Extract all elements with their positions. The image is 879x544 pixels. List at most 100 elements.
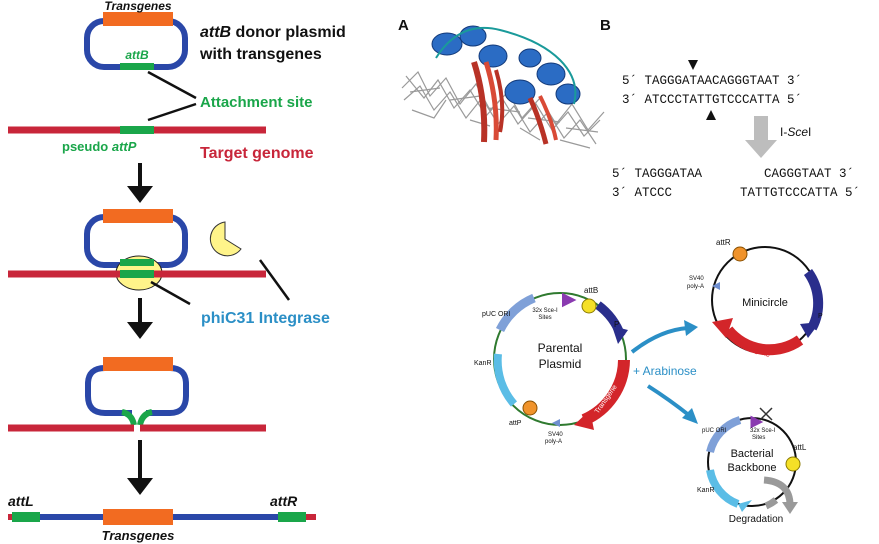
panel-b-sceI-cut: B 5´ TAGGGATAACAGGGTAAT 3´ 3´ ATCCCTATTG… xyxy=(600,17,860,200)
minicircle: Minicircle attR P SV40 poly-A Transgene xyxy=(687,238,824,359)
pseudo-attp-site xyxy=(120,126,154,134)
backbone-attl-marker xyxy=(785,456,801,472)
docked-attb-site xyxy=(120,259,154,266)
attr-label: attR xyxy=(270,493,298,509)
panel-a-protein-structure: A xyxy=(398,17,605,149)
cut-right-bottom: TATTGTCCCATTA 5´ xyxy=(740,186,860,200)
cut-left-bottom: 3´ ATCCC xyxy=(612,186,672,200)
docked-attp-site xyxy=(120,270,154,278)
attb-label: attB xyxy=(125,48,149,62)
minicircle-attr-label: attR xyxy=(716,238,731,247)
degradation-curve-head xyxy=(782,502,798,514)
parental-transgene-segment xyxy=(581,359,630,426)
parental-kan-segment xyxy=(493,353,518,407)
parental-puc-label: pUC ORI xyxy=(482,311,510,318)
backbone-kan-segment xyxy=(706,469,740,508)
protein-helices xyxy=(431,25,581,105)
minicircle-transgene-head xyxy=(712,318,733,338)
cut-right-top: CAGGGTAAT 3´ xyxy=(764,167,854,181)
docked-transgenes-block xyxy=(103,209,173,223)
final-attr-site xyxy=(278,512,306,522)
seq-top-strand: 5´ TAGGGATAACAGGGTAAT 3´ xyxy=(622,74,802,88)
recombined-plasmid-ring xyxy=(85,365,189,416)
bacterial-backbone: Bacterial Backbone pUC ORI 32x Sce-I Sit… xyxy=(697,407,807,525)
attachment-pointer-top xyxy=(147,70,197,100)
attachment-site-label: Attachment site xyxy=(200,94,313,111)
minicircle-promoter-head xyxy=(800,322,820,338)
parental-title-1: Parental xyxy=(538,341,583,355)
parental-kan-label: KanR xyxy=(474,360,492,367)
parental-sv40-label-2: poly-A xyxy=(545,439,562,445)
integrase-pointer-1 xyxy=(258,259,291,301)
parental-sites-label-2: Sites xyxy=(538,315,551,321)
flow-arrow-1-head xyxy=(127,186,153,203)
parental-attp-marker xyxy=(522,400,538,416)
minicircle-sv40-label-2: poly-A xyxy=(687,284,704,290)
arabinose-arrow-down xyxy=(646,384,692,418)
protein-beta-sheets xyxy=(471,61,558,145)
arabinose-arrow-up-head xyxy=(684,320,698,336)
minicircle-attr-marker xyxy=(732,246,748,262)
parental-attb-label: attB xyxy=(584,286,598,295)
parental-sv40-marker xyxy=(552,419,560,427)
minicircle-transgene-segment xyxy=(723,326,804,356)
parental-attb-marker xyxy=(581,298,597,314)
minicircle-p-label: P xyxy=(818,313,823,320)
parental-sites-label-1: 32x Sce-I xyxy=(532,308,558,314)
arabinose-arrow-down-head xyxy=(682,408,698,424)
cut-process-arrow xyxy=(745,116,777,158)
cut-left-top: 5´ TAGGGATAA xyxy=(612,167,703,181)
transgenes-bottom-label: Transgenes xyxy=(102,528,175,543)
backbone-degradation-arrow xyxy=(764,497,779,510)
attachment-pointer-bottom xyxy=(147,102,197,122)
arabinose-label: + Arabinose xyxy=(633,364,697,378)
parental-p-label: P xyxy=(614,320,619,329)
backbone-scissors-icon xyxy=(759,407,773,421)
recombined-transgenes-block xyxy=(103,357,173,371)
flow-arrow-3-head xyxy=(127,478,153,495)
minicircle-sv40-label-1: SV40 xyxy=(689,276,704,282)
arabinose-arrow-up xyxy=(630,326,689,354)
left-integration-panel: Transgenes attB attB donor plasmid with … xyxy=(8,0,346,543)
flow-arrow-2-head xyxy=(127,322,153,339)
parental-transgene-head xyxy=(574,410,594,430)
parental-puc-segment xyxy=(495,293,536,333)
panel-a-label: A xyxy=(398,17,409,34)
backbone-attl-label: attL xyxy=(793,443,807,452)
parental-sv40-label-1: SV40 xyxy=(548,432,563,438)
degradation-curve xyxy=(763,476,794,506)
integrase-free xyxy=(209,221,242,257)
parental-sce-sites-marker xyxy=(562,292,577,308)
enzyme-label: I-SceI xyxy=(780,125,811,139)
panel-b-label: B xyxy=(600,17,611,34)
backbone-sites-label-2: Sites xyxy=(752,435,765,441)
donor-attb-site xyxy=(120,63,154,70)
recombined-att-left xyxy=(121,409,137,426)
donor-plasmid: Transgenes attB xyxy=(84,0,188,70)
integrase-label: phiC31 Integrase xyxy=(201,310,330,327)
recombined-att-right xyxy=(137,409,153,426)
parental-promoter-head xyxy=(612,326,628,344)
seq-bottom-strand: 3´ ATCCCTATTGTCCCATTA 5´ xyxy=(622,93,802,107)
minicircle-sv40-marker xyxy=(712,282,720,290)
minicircle-promoter-segment xyxy=(803,269,824,331)
backbone-kan-head xyxy=(738,500,752,512)
target-genome-label: Target genome xyxy=(200,145,314,162)
backbone-puc-segment xyxy=(706,416,742,454)
backbone-sce-marker xyxy=(750,415,764,429)
cut-marker-bottom xyxy=(706,110,716,120)
backbone-sites-label-1: 32x Sce-I xyxy=(750,428,776,434)
backbone-kan-label: KanR xyxy=(697,487,715,494)
final-transgenes-block xyxy=(103,509,173,525)
backbone-title-1: Bacterial xyxy=(731,448,774,460)
donor-caption-line2: with transgenes xyxy=(199,46,322,63)
integrase-pointer-2 xyxy=(150,280,191,306)
donor-caption-line1: attB donor plasmid xyxy=(200,24,346,41)
arabinose-split: + Arabinose xyxy=(630,320,698,424)
donor-transgenes-block xyxy=(103,12,173,26)
parental-title-2: Plasmid xyxy=(539,357,582,371)
parental-attp-label: attP xyxy=(509,420,522,427)
final-attl-site xyxy=(12,512,40,522)
transgenes-top-label: Transgenes xyxy=(104,0,171,13)
